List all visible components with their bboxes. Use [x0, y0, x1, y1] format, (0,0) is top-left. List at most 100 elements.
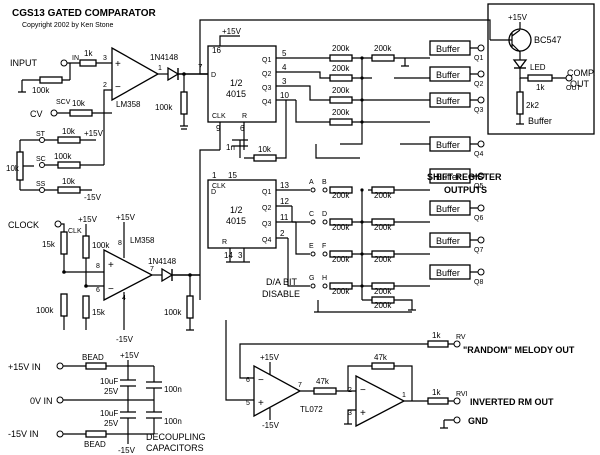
input-pin-label: IN — [72, 55, 79, 62]
capacitors-label: CAPACITORS — [146, 443, 204, 453]
opamp2-pin-p: 8 — [96, 263, 100, 270]
q4-jack[interactable] — [477, 140, 485, 148]
q8-jack[interactable] — [477, 268, 485, 276]
ladder-bottom: A B 200k 200k C D 200k 200k E F 200k 200… — [287, 179, 430, 313]
diode-top-label: 1N4148 — [150, 53, 179, 62]
r200k-b — [329, 74, 353, 82]
q3-label: Q3 — [474, 107, 483, 114]
switch-b[interactable] — [322, 187, 328, 193]
q7-jack[interactable] — [477, 236, 485, 244]
comp-out-jack[interactable] — [565, 74, 573, 82]
r100k-div-top — [82, 235, 90, 259]
clock-rail-top: +15V — [78, 215, 98, 224]
opamp-lm358-comparator — [111, 46, 160, 102]
switch-d[interactable] — [322, 219, 328, 225]
bead-top-label: BEAD — [82, 353, 104, 362]
p15-in-label: +15V IN — [8, 362, 41, 372]
ic-bot-pin13: 13 — [280, 181, 289, 190]
ss-r-label: 10k — [62, 177, 76, 186]
copyright-text: Copyright 2002 by Ken Stone — [22, 22, 114, 29]
r200k-e2 — [371, 186, 395, 194]
input-label: INPUT — [10, 58, 38, 68]
ic-bot-pin11: 11 — [280, 213, 289, 222]
r2k2-label: 2k2 — [526, 101, 539, 110]
switch-f[interactable] — [322, 251, 328, 257]
r100k-pulldown-top — [180, 91, 188, 115]
r200k-e — [329, 186, 353, 194]
r200k-a2-label: 200k — [374, 44, 392, 53]
opamp2-pin8: 8 — [118, 240, 122, 247]
opamp1-minus: − — [115, 82, 121, 93]
input-jack[interactable] — [60, 59, 68, 67]
q-transistor-rail: +15V — [508, 13, 528, 22]
comp-out-label2: OUT — [570, 79, 590, 89]
ic-bot-clk: CLK — [212, 183, 226, 190]
r47k-in-label: 47k — [316, 377, 330, 386]
q1-jack[interactable] — [477, 44, 485, 52]
q2-label: Q2 — [474, 81, 483, 88]
decoupling-rail-bottom: -15V — [118, 446, 136, 455]
opamp2-pin7: 7 — [150, 266, 154, 273]
ic-4015-top — [207, 45, 277, 123]
p15-in-jack[interactable] — [56, 362, 64, 370]
q3-jack[interactable] — [477, 96, 485, 104]
r200k-b-label: 200k — [332, 64, 350, 73]
shift-register-label: SHIFT REGISTER — [427, 172, 502, 182]
ic-top-q2: Q2 — [262, 71, 271, 78]
switch-e[interactable] — [310, 251, 316, 257]
switch-c[interactable] — [310, 219, 316, 225]
r47k-fb — [371, 362, 395, 370]
zero-in-jack[interactable] — [56, 396, 64, 404]
ic-bot-pin12: 12 — [280, 197, 289, 206]
r15k-div-bottom-label: 15k — [92, 308, 106, 317]
r200k-a2 — [371, 54, 395, 62]
r200k-h2-label: 200k — [374, 287, 392, 296]
st-rail-label: +15V — [84, 129, 104, 138]
inverted-rm-label: INVERTED RM OUT — [470, 397, 554, 407]
comp-out-pin: OUT — [566, 85, 582, 92]
ic-bot-d: D — [211, 189, 216, 196]
switch-a[interactable] — [310, 187, 316, 193]
ic-bot-q4: Q4 — [262, 237, 271, 244]
switch-e-label: E — [309, 243, 314, 250]
r1k-rvi — [427, 397, 449, 405]
scv-pin-label: SCV — [56, 99, 71, 106]
r47k-in — [313, 387, 337, 395]
r10k-feedback-label: 10k — [258, 145, 272, 154]
tl072a-minus: − — [258, 375, 264, 386]
rv-jack[interactable] — [453, 340, 461, 348]
ic-top-d: D — [211, 72, 216, 79]
clock-jack[interactable] — [54, 220, 62, 228]
pot-label: 10k — [6, 164, 20, 173]
q2-jack[interactable] — [477, 70, 485, 78]
st-pin — [39, 137, 45, 143]
buffer-3-label: Buffer — [436, 96, 460, 106]
bead-bottom — [85, 430, 107, 438]
cv-jack[interactable] — [50, 109, 58, 117]
r200k-d-label: 200k — [332, 108, 350, 117]
sc-pin — [39, 162, 45, 168]
opamp1-pin2: 2 — [103, 82, 107, 89]
r200k-a1-label: 200k — [332, 44, 350, 53]
switch-g[interactable] — [310, 283, 316, 289]
r1k-rv — [427, 340, 449, 348]
diode-clock-label: 1N4148 — [148, 257, 177, 266]
switch-a-label: A — [309, 179, 314, 186]
sc-r-label: 100k — [54, 152, 72, 161]
opamp-tl072-a — [253, 364, 302, 418]
opamp2-pin-n: 6 — [96, 287, 100, 294]
rvi-jack[interactable] — [453, 397, 461, 405]
r200k-c-label: 200k — [332, 86, 350, 95]
switch-h[interactable] — [322, 283, 328, 289]
ic-bot-q1: Q1 — [262, 189, 271, 196]
tl072a-pin6: 6 — [246, 377, 250, 384]
n15-in-jack[interactable] — [56, 430, 64, 438]
opamp2-label: LM358 — [130, 236, 155, 245]
cap100n-bottom-label: 100n — [164, 417, 182, 426]
gnd-jack[interactable] — [453, 416, 461, 424]
q6-jack[interactable] — [477, 204, 485, 212]
r200k-g-label: 200k — [332, 255, 350, 264]
q5-jack[interactable] — [477, 172, 485, 180]
ic-bot-pin14: 14 — [224, 251, 233, 260]
pulldown-top-label: 100k — [155, 103, 173, 112]
